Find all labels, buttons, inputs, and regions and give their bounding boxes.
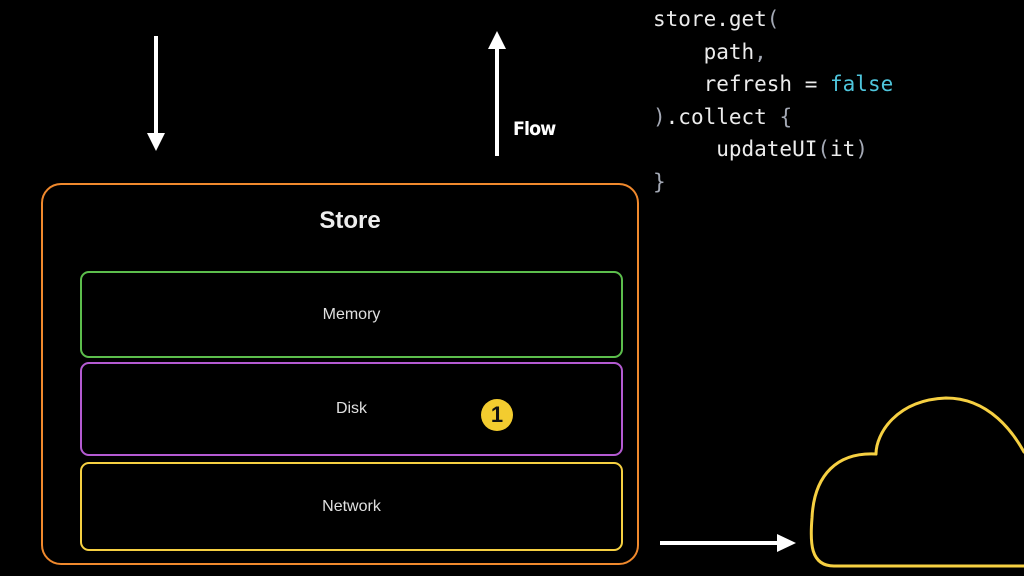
code-line-6: } — [653, 169, 666, 194]
down-arrow-icon — [147, 36, 165, 151]
code-snippet: store.get( path, refresh = false ).collec… — [653, 3, 893, 198]
network-layer-label: Network — [322, 497, 381, 515]
right-arrow-icon — [660, 534, 796, 552]
memory-layer-label: Memory — [322, 305, 381, 323]
cloud-icon — [809, 396, 1024, 568]
store-container — [41, 183, 639, 565]
disk-layer-label: Disk — [335, 400, 368, 417]
code-line-3: refresh = false — [653, 72, 894, 96]
step-badge: 1 — [481, 399, 513, 431]
code-line-1: store.get( — [653, 7, 780, 31]
code-line-4: ).collect { — [653, 104, 793, 129]
memory-layer: Memory — [80, 271, 623, 358]
store-title: Store — [319, 207, 381, 234]
false-keyword: false — [830, 72, 894, 96]
up-arrow-icon — [488, 31, 506, 156]
code-line-5: updateUI(it) — [653, 137, 868, 161]
disk-layer: Disk — [80, 362, 623, 456]
code-line-2: path, — [653, 39, 767, 64]
flow-label: Flow — [513, 118, 556, 140]
network-layer: Network — [80, 462, 623, 551]
